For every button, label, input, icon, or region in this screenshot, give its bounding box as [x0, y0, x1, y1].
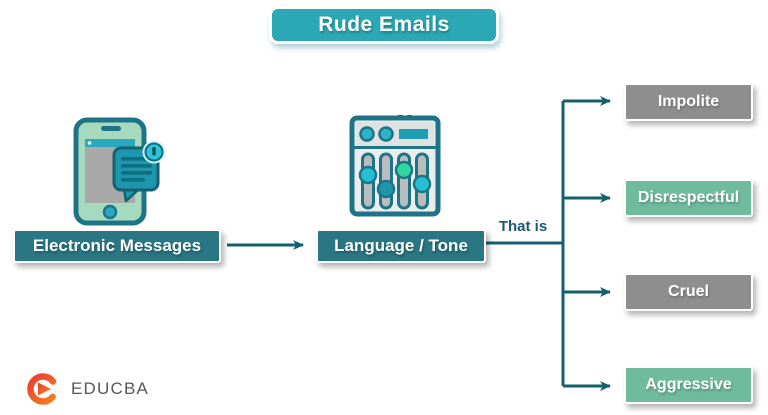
outcome-disrespectful: Disrespectful [624, 179, 753, 217]
audio-mixer-icon [349, 115, 441, 217]
electronic-messages-node: Electronic Messages [13, 229, 221, 263]
outcome-aggressive: Aggressive [624, 366, 753, 404]
connector-label: That is [498, 218, 548, 235]
brand-logo-text: EDUCBA [71, 379, 150, 398]
language-tone-node: Language / Tone [316, 229, 486, 263]
outcome-cruel: Cruel [624, 273, 753, 311]
educba-logo-icon [27, 373, 59, 405]
phone-message-icon [73, 117, 166, 226]
brand-logo: EDUCBA [24, 369, 184, 409]
title-badge: Rude Emails [269, 6, 499, 44]
outcome-impolite: Impolite [624, 83, 753, 121]
